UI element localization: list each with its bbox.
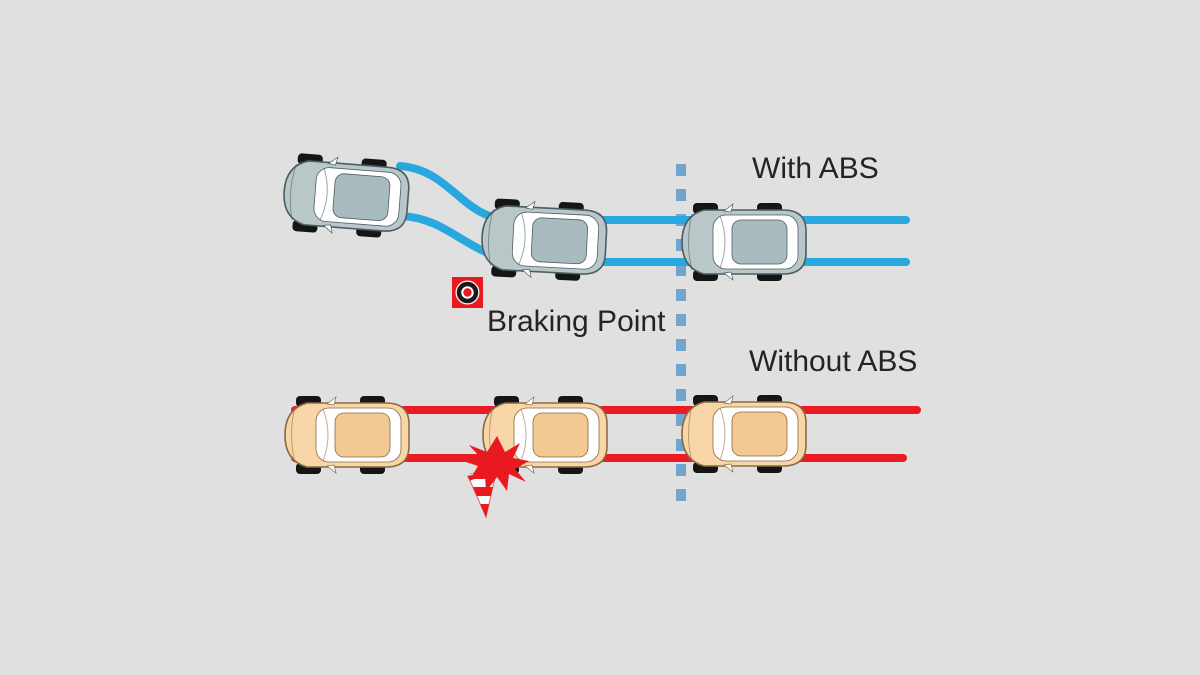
without-abs-label: Without ABS: [749, 345, 918, 378]
car-with-abs-steering: [479, 197, 609, 283]
car-with-abs-avoided: [280, 151, 412, 241]
car-without-abs-stopped: [284, 395, 410, 475]
braking-point-target-icon: [452, 277, 483, 308]
with-abs-label: With ABS: [752, 152, 879, 185]
braking-point-label: Braking Point: [487, 305, 666, 338]
car-with-abs-start: [681, 202, 807, 282]
car-without-abs-start: [681, 394, 807, 474]
crash-starburst-icon: [463, 436, 529, 492]
